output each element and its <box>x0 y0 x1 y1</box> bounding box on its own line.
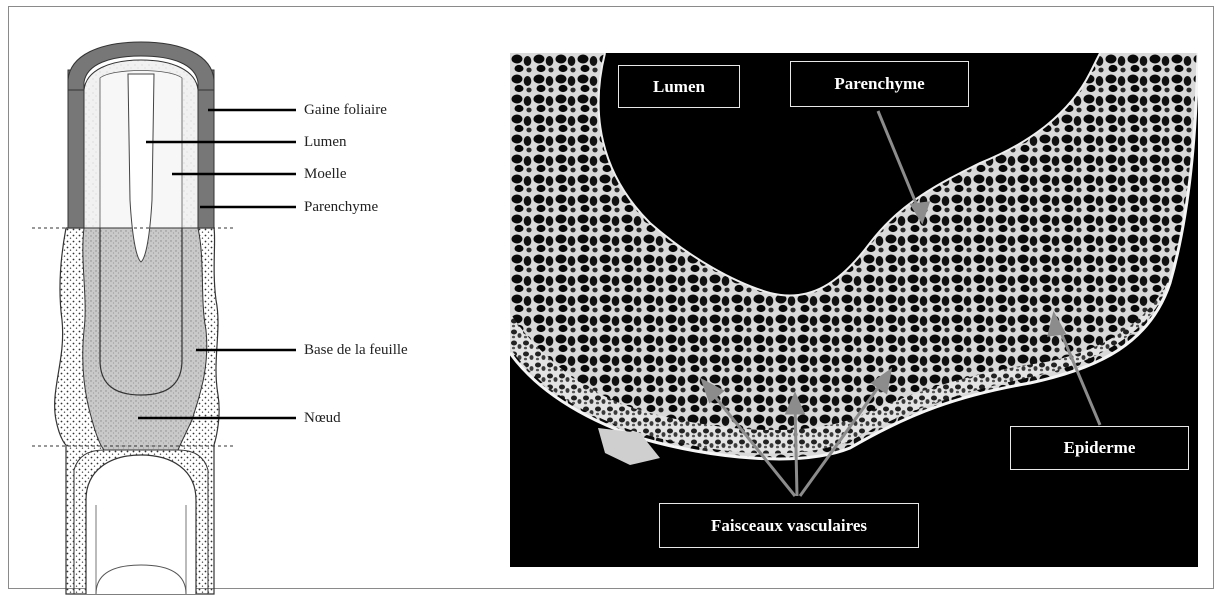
label-lumen-diagram: Lumen <box>304 134 347 150</box>
tissue-ring <box>510 53 1198 459</box>
micrograph: Lumen Parenchyme Epiderme Faisceaux vasc… <box>510 53 1198 567</box>
sheath-right <box>198 70 214 228</box>
micrograph-tissue <box>510 53 1198 567</box>
sheath-left <box>68 70 84 228</box>
label-parenchyme-diagram: Parenchyme <box>304 199 378 215</box>
label-noeud: Nœud <box>304 410 341 426</box>
arrow-faisceaux-2 <box>795 403 797 496</box>
arrow-parenchyme <box>878 111 920 213</box>
micro-label-faisceaux: Faisceaux vasculaires <box>659 503 919 548</box>
label-moelle: Moelle <box>304 166 347 182</box>
label-gaine-foliaire: Gaine foliaire <box>304 102 387 118</box>
micro-label-parenchyme: Parenchyme <box>790 61 969 107</box>
label-base-feuille: Base de la feuille <box>304 342 408 358</box>
micro-label-epiderme: Epiderme <box>1010 426 1189 470</box>
micro-label-lumen: Lumen <box>618 65 740 108</box>
node-region <box>83 228 207 450</box>
internode <box>86 455 196 594</box>
